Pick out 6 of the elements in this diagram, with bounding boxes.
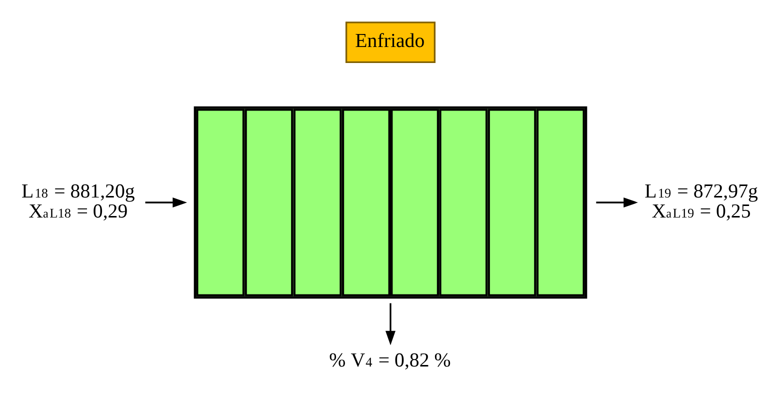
arrow <box>385 302 396 345</box>
node-text: % V4 = 0,82 % <box>329 348 451 371</box>
arrow <box>596 196 638 208</box>
arrow <box>145 196 188 208</box>
node-box <box>194 106 588 298</box>
node-box: Enfriado <box>345 21 436 63</box>
